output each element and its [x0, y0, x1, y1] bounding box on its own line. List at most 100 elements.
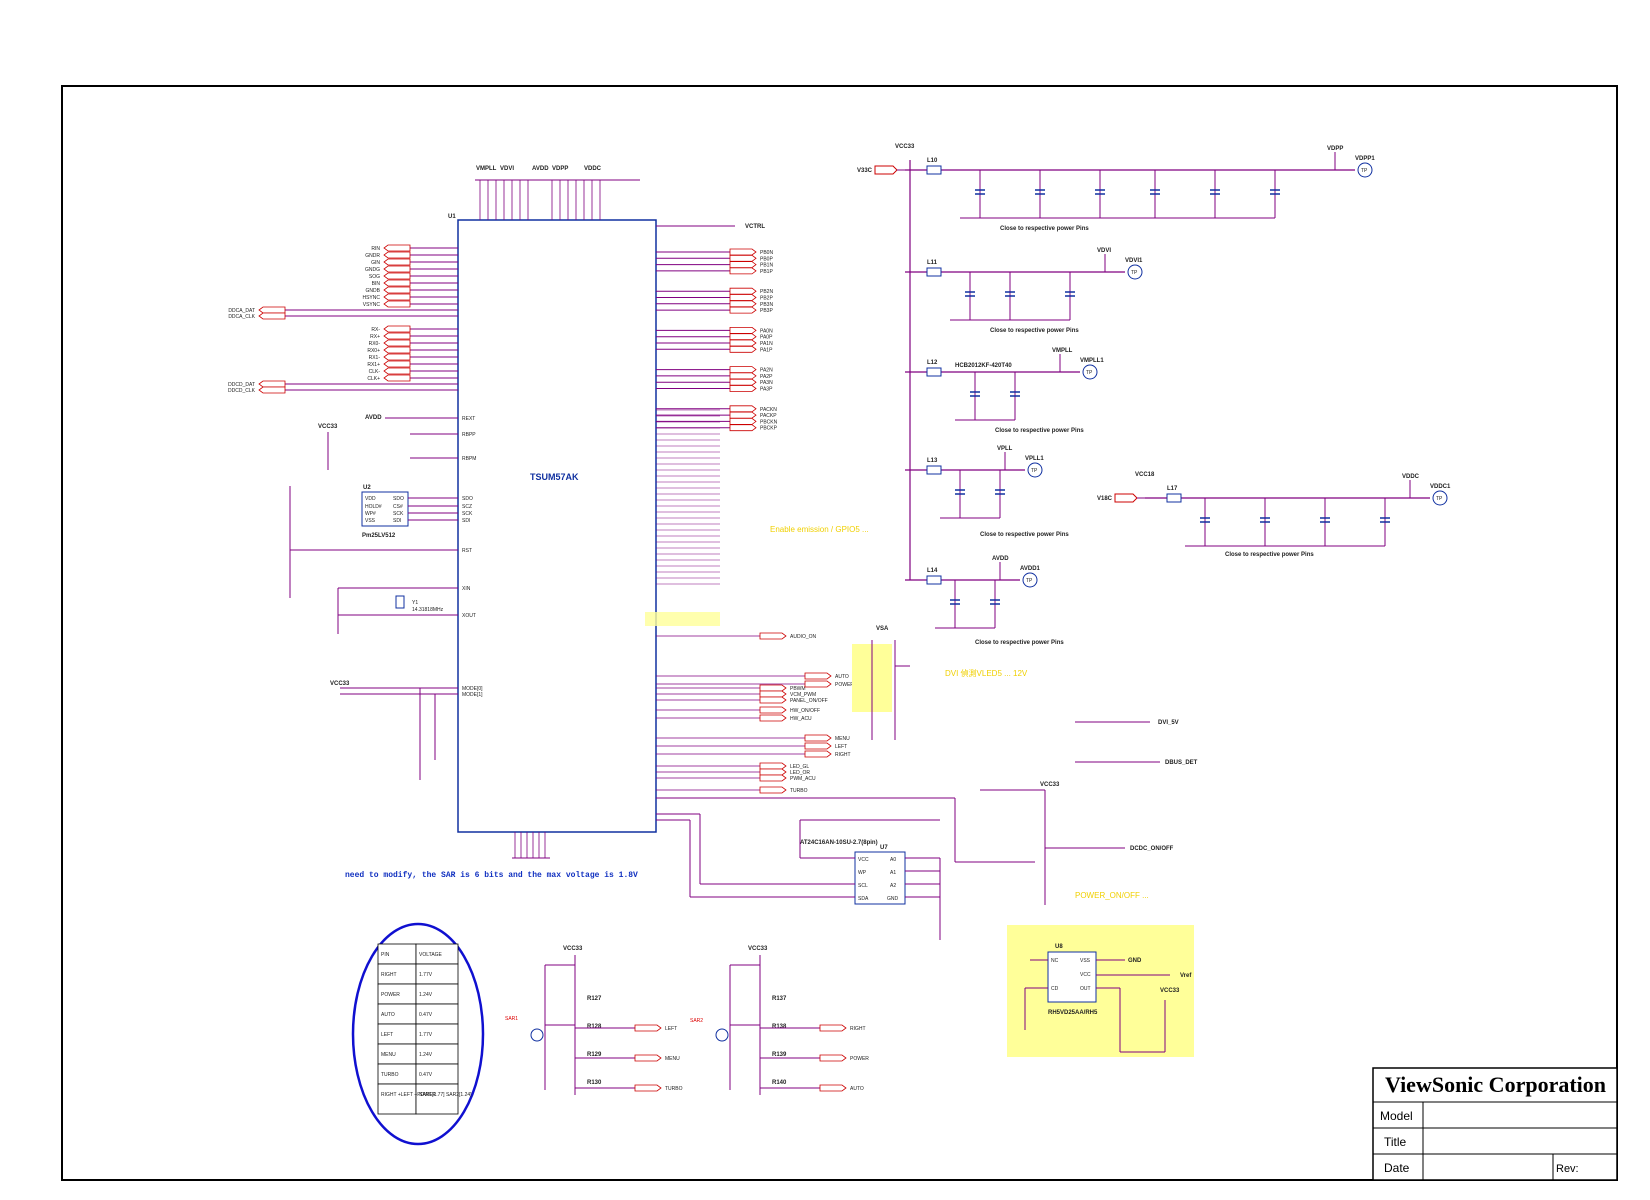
title-label: Title	[1384, 1135, 1407, 1149]
mode-pins: VCC33	[330, 681, 458, 780]
svg-text:TURBO: TURBO	[790, 788, 808, 794]
svg-text:PACKN: PACKN	[760, 407, 777, 413]
crystal-y1: Y1 14.31818MHz XIN XOUT	[337, 586, 476, 634]
panel-net-13: PA2P	[729, 372, 773, 380]
svg-text:LED_OR: LED_OR	[790, 770, 810, 776]
net-vcc33-mode: VCC33	[330, 681, 350, 687]
eeprom-pin-vcc: VCC	[858, 857, 869, 863]
svg-text:L11: L11	[927, 260, 938, 266]
svg-text:VCC18: VCC18	[1135, 472, 1155, 478]
sar-cell-volt-3: 0.47V	[419, 1012, 433, 1018]
gpio-net-11: MENU	[804, 734, 850, 742]
svg-text:PB0N: PB0N	[760, 250, 773, 256]
panel-net-12: PA2N	[729, 366, 773, 374]
svg-text:DDCA_DAT: DDCA_DAT	[228, 308, 255, 314]
key-auto: AUTO	[819, 1084, 864, 1092]
dvi-note: DVI 偵測VLED5 ... 12V	[945, 668, 1028, 678]
gpio-net-0: PBWM	[759, 684, 806, 692]
eeprom-pin-a2: A2	[890, 883, 896, 889]
transistor-dcdc: DCDC_ON/OFF VCC33	[656, 782, 1174, 905]
rev-label: Rev:	[1556, 1163, 1579, 1175]
svg-text:RIN: RIN	[371, 246, 380, 252]
sar-cell-volt-1: 1.77V	[419, 972, 433, 978]
main-chip-u1: U1 TSUM57AK	[448, 214, 657, 833]
dvi-net-6: CLK-	[369, 367, 411, 375]
panel-net-9: PA0P	[729, 333, 773, 341]
svg-text:PBWM: PBWM	[790, 686, 806, 692]
eeprom-part: AT24C16AN-10SU-2.7(8pin)	[800, 840, 878, 846]
panel-net-17: PACKP	[729, 411, 777, 419]
sar-cell-pin-6: TURBO	[381, 1072, 399, 1078]
svg-text:GNDB: GNDB	[366, 288, 381, 294]
u8-net-vref: Vref	[1180, 973, 1192, 979]
svg-text:GIN: GIN	[371, 260, 380, 266]
svg-text:LEFT: LEFT	[835, 744, 847, 750]
svg-text:VDVI: VDVI	[1097, 248, 1111, 254]
gpio-net-4: HW_ACU	[759, 714, 812, 722]
dvi-net-1: RX+	[370, 332, 411, 340]
sar-cell-pin-1: RIGHT	[381, 972, 397, 978]
panel-net-1: PB0P	[729, 254, 773, 262]
svg-text:PACKP: PACKP	[760, 413, 777, 419]
key-right: RIGHT	[819, 1024, 866, 1032]
vga-net-0: RIN	[371, 244, 411, 252]
svg-text:Close to respective power Pins: Close to respective power Pins	[990, 328, 1079, 334]
panel-net-16: PACKN	[729, 405, 777, 413]
panel-net-6: PB3N	[729, 300, 773, 308]
svg-text:R130: R130	[587, 1080, 602, 1086]
u1-left-pins: REXTRBPPRBPMSDOSCZSCKSDIRSTMODE[0]MODE[1…	[410, 416, 483, 698]
ddcd-net-1: DDCD_CLK	[228, 386, 286, 394]
reset-ic-u8: U8 RH5VD25AA/RH5 NC CD VSS VCC OUT GND V…	[1024, 944, 1192, 1053]
u2-pin-cs: CS#	[393, 504, 403, 510]
svg-text:DDCD_CLK: DDCD_CLK	[228, 388, 256, 394]
sar-cell-volt-6: 0.47V	[419, 1072, 433, 1078]
svg-text:R129: R129	[587, 1052, 602, 1058]
key-menu: MENU	[634, 1054, 680, 1062]
panel-net-11: PA1P	[729, 345, 773, 353]
svg-text:VMPLL: VMPLL	[1052, 348, 1073, 354]
panel-net-2: PB1N	[729, 261, 773, 269]
net-dbus-det: DBUS_DET	[1165, 760, 1198, 766]
u1-bottom-pins	[512, 832, 550, 859]
gpio-net-14: AUDIO_ON	[759, 632, 817, 640]
date-label: Date	[1384, 1161, 1410, 1175]
sar-note: need to modify, the SAR is 6 bits and th…	[345, 871, 638, 880]
svg-text:Close to respective power Pins: Close to respective power Pins	[1225, 552, 1314, 558]
svg-text:V33C: V33C	[857, 168, 873, 174]
svg-text:R138: R138	[772, 1024, 787, 1030]
svg-text:VDDC: VDDC	[1402, 474, 1420, 480]
crystal-freq: 14.31818MHz	[412, 607, 444, 613]
u1-pin-label-7: RST	[462, 548, 472, 554]
svg-text:R139: R139	[772, 1052, 787, 1058]
gpio-net-5: LED_GL	[759, 762, 809, 770]
svg-text:VMPLL1: VMPLL1	[1080, 358, 1104, 364]
u8-ref: U8	[1055, 944, 1063, 950]
gpio-net-labels: PBWMVCM_PWMPANEL_ON/OFFHW_ON/OFFHW_ACULE…	[656, 632, 854, 794]
sar-cell-pin-5: MENU	[381, 1052, 396, 1058]
key-circuits: VCC33SAR1R127R128R129R130LEFTMENUTURBOVC…	[505, 946, 869, 1095]
svg-text:R140: R140	[772, 1080, 787, 1086]
u1-part: TSUM57AK	[530, 472, 579, 482]
u1-pin-label-0: REXT	[462, 416, 475, 422]
u1-pin-xout: XOUT	[462, 613, 476, 619]
panel-net-4: PB2N	[729, 287, 773, 295]
svg-text:SAR1: SAR1	[505, 1016, 518, 1022]
model-label: Model	[1380, 1109, 1413, 1123]
sar-cell-volt-7: SAR1[1.77] SAR2[1.24]	[419, 1092, 472, 1098]
dvi-net-2: RX0-	[369, 339, 411, 347]
vga-net-1: GNDR	[365, 251, 411, 259]
svg-text:HSYNC: HSYNC	[362, 295, 380, 301]
svg-text:PBCKN: PBCKN	[760, 419, 778, 425]
u1-pin-label-4: SCZ	[462, 504, 472, 510]
svg-text:PWM_ACU: PWM_ACU	[790, 776, 816, 782]
svg-text:VDDC1: VDDC1	[1430, 484, 1451, 490]
svg-text:TP: TP	[1361, 168, 1368, 174]
svg-text:DDCA_CLK: DDCA_CLK	[228, 314, 255, 320]
sar-cell-pin-0: PIN	[381, 952, 390, 958]
svg-text:AVDD1: AVDD1	[1020, 566, 1041, 572]
svg-text:HCB2012KF-420T40: HCB2012KF-420T40	[955, 363, 1012, 369]
